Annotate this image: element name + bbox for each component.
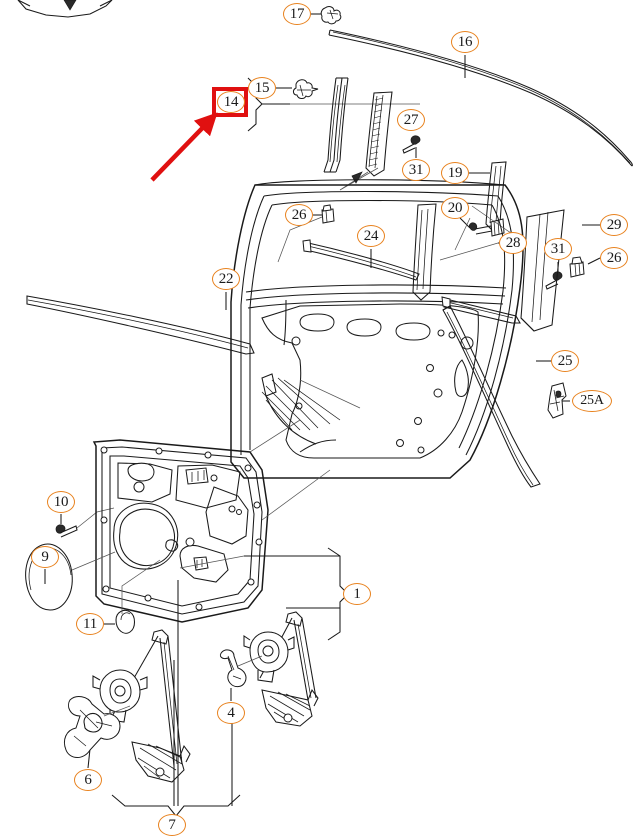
part-16-roof-molding	[328, 29, 633, 167]
part-11-grommet	[104, 559, 161, 634]
callout-31[interactable]: 31	[544, 238, 572, 260]
callout-26[interactable]: 26	[600, 247, 628, 269]
part-24-inner-weatherstrip	[302, 239, 420, 281]
callout-6[interactable]: 6	[74, 769, 102, 791]
callout-4[interactable]: 4	[217, 702, 245, 724]
callout-25[interactable]: 25	[551, 350, 579, 372]
door-carrier-plate	[92, 419, 331, 623]
callout-1[interactable]: 1	[343, 583, 371, 605]
callout-10[interactable]: 10	[47, 491, 75, 513]
door-shell	[230, 179, 524, 479]
part-26-clip-right	[569, 256, 601, 278]
callout-28[interactable]: 28	[499, 232, 527, 254]
callout-27[interactable]: 27	[397, 109, 425, 131]
partial-bracket-top-left	[17, 0, 113, 18]
callout-22[interactable]: 22	[212, 268, 240, 290]
part-25A-seal-clip	[547, 382, 570, 419]
part-10-bolt	[55, 507, 115, 538]
window-frame-strip-left	[323, 77, 349, 173]
red-annotation-arrow	[150, 112, 218, 182]
part-22-outer-weatherstrip	[26, 292, 255, 355]
part-6-window-motor	[63, 696, 131, 769]
callout-14[interactable]: 14	[217, 91, 245, 113]
callout-17[interactable]: 17	[283, 3, 311, 25]
part-28-rod	[441, 296, 521, 324]
callout-25a[interactable]: 25A	[572, 390, 612, 412]
callout-11[interactable]: 11	[76, 613, 104, 635]
highlight-box-14	[212, 87, 248, 117]
callout-7[interactable]: 7	[158, 814, 186, 836]
callout-31[interactable]: 31	[402, 159, 430, 181]
callout-26[interactable]: 26	[285, 204, 313, 226]
window-regulator-electric	[92, 629, 191, 783]
part-15-retaining-clip	[276, 79, 319, 99]
part-28-guide-rail	[412, 203, 506, 301]
part-26-clip-left	[277, 204, 335, 263]
part-25-door-seal	[442, 305, 551, 488]
callout-19[interactable]: 19	[441, 162, 469, 184]
callout-29[interactable]: 29	[600, 214, 628, 236]
part-17-molding-clip	[311, 6, 342, 25]
part-20-bolt	[459, 217, 505, 237]
callout-15[interactable]: 15	[248, 77, 276, 99]
part-4-crank-handle	[219, 649, 263, 701]
part-31-screw-right	[545, 262, 563, 290]
part-27-window-channel	[339, 91, 402, 191]
part-31-screw-upper	[402, 135, 421, 158]
callout-20[interactable]: 20	[441, 197, 469, 219]
callout-16[interactable]: 16	[451, 31, 479, 53]
callout-24[interactable]: 24	[357, 225, 385, 247]
window-regulator-manual	[243, 611, 319, 727]
callout-9[interactable]: 9	[31, 546, 59, 568]
